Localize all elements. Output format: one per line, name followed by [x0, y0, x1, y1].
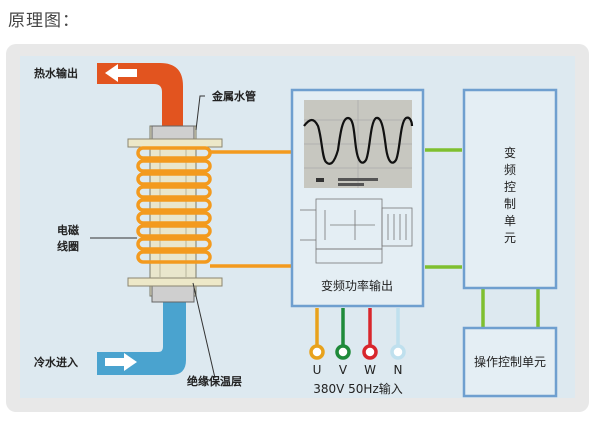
cold-water-in-label: 冷水进入 — [34, 355, 78, 369]
svg-text:频: 频 — [504, 163, 516, 177]
svg-text:单: 单 — [504, 214, 516, 228]
svg-text:U: U — [313, 363, 322, 377]
electromagnetic-coil — [136, 146, 212, 264]
hot-water-pipe — [97, 63, 183, 132]
pipe-top-cap — [151, 125, 195, 141]
coil-label-line2: 线圈 — [57, 239, 79, 253]
metal-pipe-callout-line — [195, 95, 205, 131]
page-heading: 原理图： — [8, 11, 80, 31]
hot-water-arrow-icon — [105, 64, 137, 82]
svg-text:N: N — [394, 363, 403, 377]
terminal-u: U — [309, 308, 325, 377]
vf-control-unit-box — [462, 88, 558, 290]
vf-control-unit-label: 变 频 控 制 单 元 — [504, 145, 516, 245]
cold-water-arrow-icon — [105, 353, 137, 371]
cold-water-pipe — [97, 290, 186, 375]
input-spec-label: 380V 50Hz输入 — [313, 381, 403, 396]
coil-label-line1: 电磁 — [57, 223, 79, 237]
power-output-label: 变频功率输出 — [321, 278, 393, 293]
waveform — [303, 116, 414, 165]
insulation-callout-line — [192, 282, 216, 379]
terminal-n: N — [390, 308, 406, 377]
pipe-bottom-cap — [151, 285, 195, 303]
svg-text:控: 控 — [504, 180, 516, 194]
terminal-w: W — [362, 308, 378, 377]
insulation-bottom-flange — [127, 277, 223, 287]
svg-text:变: 变 — [504, 145, 516, 160]
metal-pipe-label: 金属水管 — [211, 89, 256, 103]
terminal-v: V — [335, 308, 351, 377]
svg-text:元: 元 — [504, 231, 516, 245]
operation-control-unit-box — [462, 326, 558, 398]
svg-text:W: W — [364, 363, 376, 377]
inverter-circuit-schematic — [300, 198, 413, 264]
operation-control-unit-label: 操作控制单元 — [474, 354, 546, 369]
hot-water-out-label: 热水输出 — [34, 66, 78, 80]
svg-text:制: 制 — [504, 197, 516, 211]
insulation-top-flange — [127, 138, 223, 148]
svg-text:V: V — [339, 363, 348, 377]
insulation-label: 绝缘保温层 — [187, 374, 242, 388]
